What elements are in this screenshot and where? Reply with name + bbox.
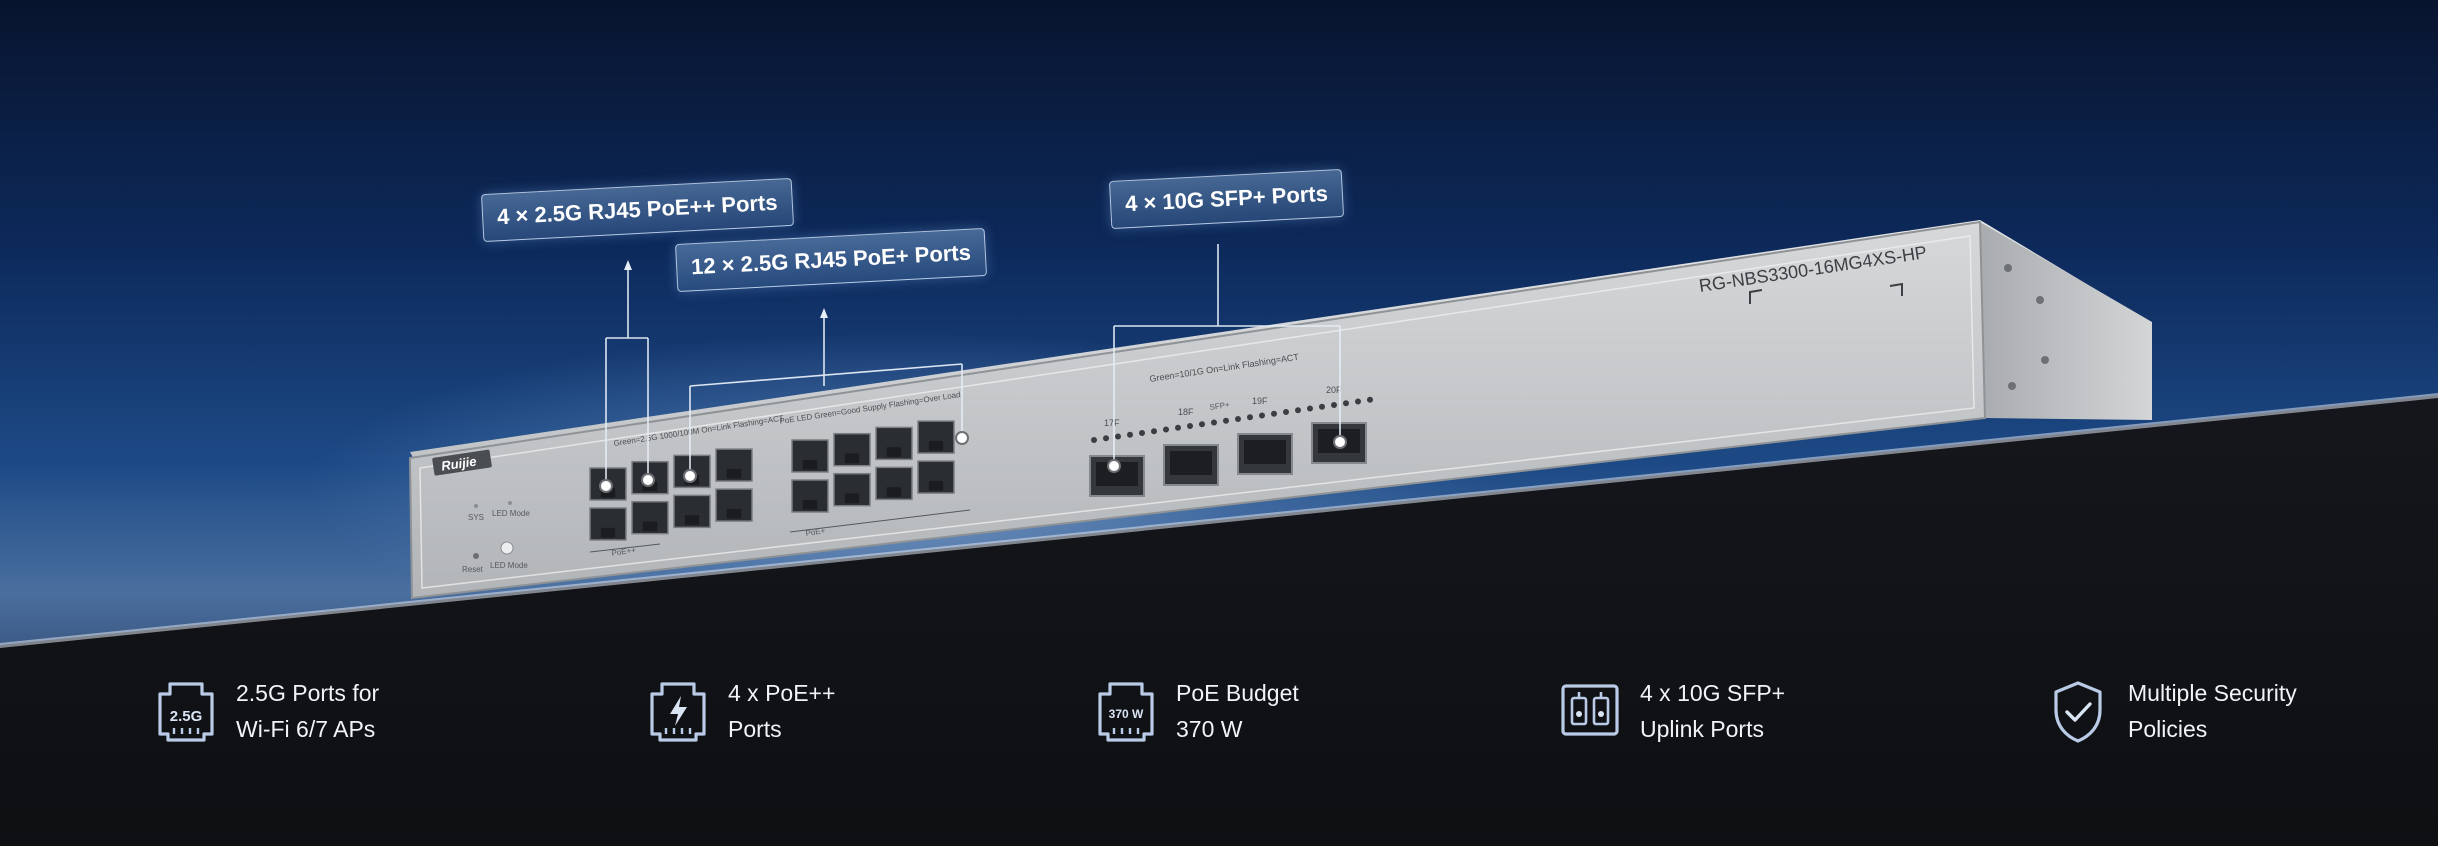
feature-strip: 2.5G 2.5G Ports for Wi-Fi 6/7 APs 4 x Po… [0, 680, 2438, 780]
feature-line: Wi-Fi 6/7 APs [236, 716, 376, 742]
rj45-port [917, 420, 955, 454]
feature-line: PoE Budget [1176, 680, 1299, 706]
led-indicator [1151, 428, 1157, 435]
rj45-port [673, 494, 711, 529]
led-indicator [1103, 435, 1109, 442]
poe-lightning-port-icon [650, 682, 706, 742]
led-indicator [1211, 419, 1217, 426]
feature-line: Policies [2128, 716, 2208, 742]
sfp-port: 20F [1311, 385, 1367, 464]
led-indicator [1187, 423, 1193, 429]
led-indicator [1343, 400, 1349, 407]
led-indicator [1115, 433, 1121, 440]
feature-line: 4 x PoE++ [728, 680, 836, 706]
rj45-port [715, 448, 753, 482]
led-indicator [1091, 437, 1097, 443]
led-indicator [1175, 424, 1181, 431]
rj45-port [875, 466, 913, 501]
sfp-port-label: 20F [1326, 385, 1342, 395]
sfp-module-icon [1561, 684, 1619, 736]
poe-pp-group-label: PoE++ [611, 545, 637, 558]
brand-logo: Ruijie [440, 454, 477, 474]
led-mode-button-label: LED Mode [490, 561, 528, 570]
sfp-port-label: 17F [1104, 418, 1120, 428]
ethernet-port-icon: 2.5G [158, 682, 214, 742]
sfp-port-label: 19F [1252, 396, 1268, 406]
poe-budget-port-icon: 370 W [1098, 682, 1154, 742]
feature-security: Multiple Security Policies [2048, 680, 2297, 780]
feature-2-5g-ports: 2.5G 2.5G Ports for Wi-Fi 6/7 APs [156, 680, 379, 780]
led-indicator [1259, 412, 1265, 419]
sfp-port-group: 17F 18F 19F 20F [1089, 385, 1373, 497]
rj45-port [715, 488, 753, 522]
feature-line: Uplink Ports [1640, 716, 1764, 742]
sfp-port: 19F [1237, 396, 1293, 475]
sfp-group-label: SFP+ [1209, 400, 1231, 412]
reset-label: Reset [462, 565, 484, 574]
shield-check-icon [2054, 681, 2102, 743]
feature-line: 4 x 10G SFP+ [1640, 680, 1786, 706]
led-indicator [1127, 431, 1133, 438]
rj45-port-group [589, 420, 955, 541]
feature-poe-budget: 370 W PoE Budget 370 W [1096, 680, 1299, 780]
led-indicator [1355, 398, 1361, 405]
svg-text:370 W: 370 W [1109, 707, 1144, 721]
led-indicator [1223, 417, 1229, 424]
feature-line: 2.5G Ports for [236, 680, 380, 706]
switch-right-side [1980, 222, 2152, 420]
svg-text:2.5G: 2.5G [170, 708, 203, 725]
sys-label: SYS [468, 513, 484, 522]
led-indicator [1247, 414, 1253, 421]
rj45-port [791, 439, 829, 473]
rj45-port [589, 507, 627, 541]
feature-line: 370 W [1176, 716, 1243, 742]
rj45-port [875, 426, 913, 461]
led-indicator [1295, 407, 1301, 414]
sfp-port: 18F [1163, 407, 1219, 486]
rj45-port [631, 500, 669, 535]
led-indicator [1235, 416, 1241, 422]
feature-sfp-uplink: 4 x 10G SFP+ Uplink Ports [1560, 680, 1785, 780]
led-indicator [1319, 403, 1325, 410]
led-indicator [1163, 426, 1169, 433]
feature-line: Multiple Security [2128, 680, 2297, 706]
led-indicator [1331, 402, 1337, 408]
led-indicator [1199, 421, 1205, 428]
led-indicator [1367, 396, 1373, 403]
led-indicator [1283, 409, 1289, 415]
led-indicator [1139, 430, 1145, 436]
rj45-port [833, 432, 871, 467]
rj45-port [917, 460, 955, 494]
rj45-port [791, 479, 829, 513]
sfp-port-label: 18F [1178, 407, 1194, 417]
feature-line: Ports [728, 716, 782, 742]
led-mode-label: LED Mode [492, 509, 530, 518]
feature-poe-plus-plus: 4 x PoE++ Ports [648, 680, 835, 780]
led-indicator [1307, 405, 1313, 412]
rj45-port [833, 472, 871, 507]
poe-p-group-label: PoE+ [805, 526, 826, 538]
led-indicator [1271, 410, 1277, 417]
